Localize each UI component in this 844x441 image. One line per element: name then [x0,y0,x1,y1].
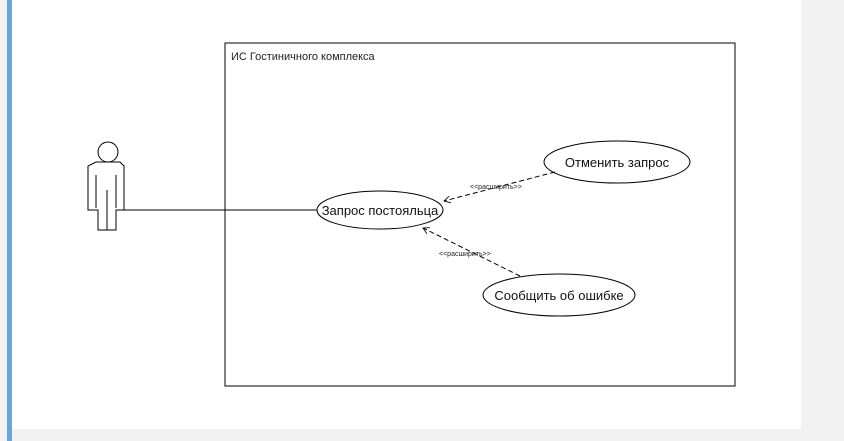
left-accent-bar [7,0,12,441]
usecase-guest-request-label: Запрос постояльца [322,203,439,218]
extend-label-cancel: <<расширить>> [470,184,522,191]
extend-label-error: <<расширить>> [439,251,491,258]
right-margin [801,0,844,441]
actor-body [87,161,125,231]
usecase-report-error-label: Сообщить об ошибке [494,288,623,303]
usecase-report-error [482,273,636,317]
usecase-guest-request [316,190,444,230]
extend-arrow-cancel [444,171,556,201]
usecase-cancel-request [543,140,691,184]
usecase-cancel-request-label: Отменить запрос [565,155,670,170]
system-title: ИС Гостиничного комплекса [231,51,376,63]
system-boundary [224,42,736,387]
actor-head [97,141,119,163]
actor-figure [87,141,125,231]
extend-arrow-error [423,228,521,277]
